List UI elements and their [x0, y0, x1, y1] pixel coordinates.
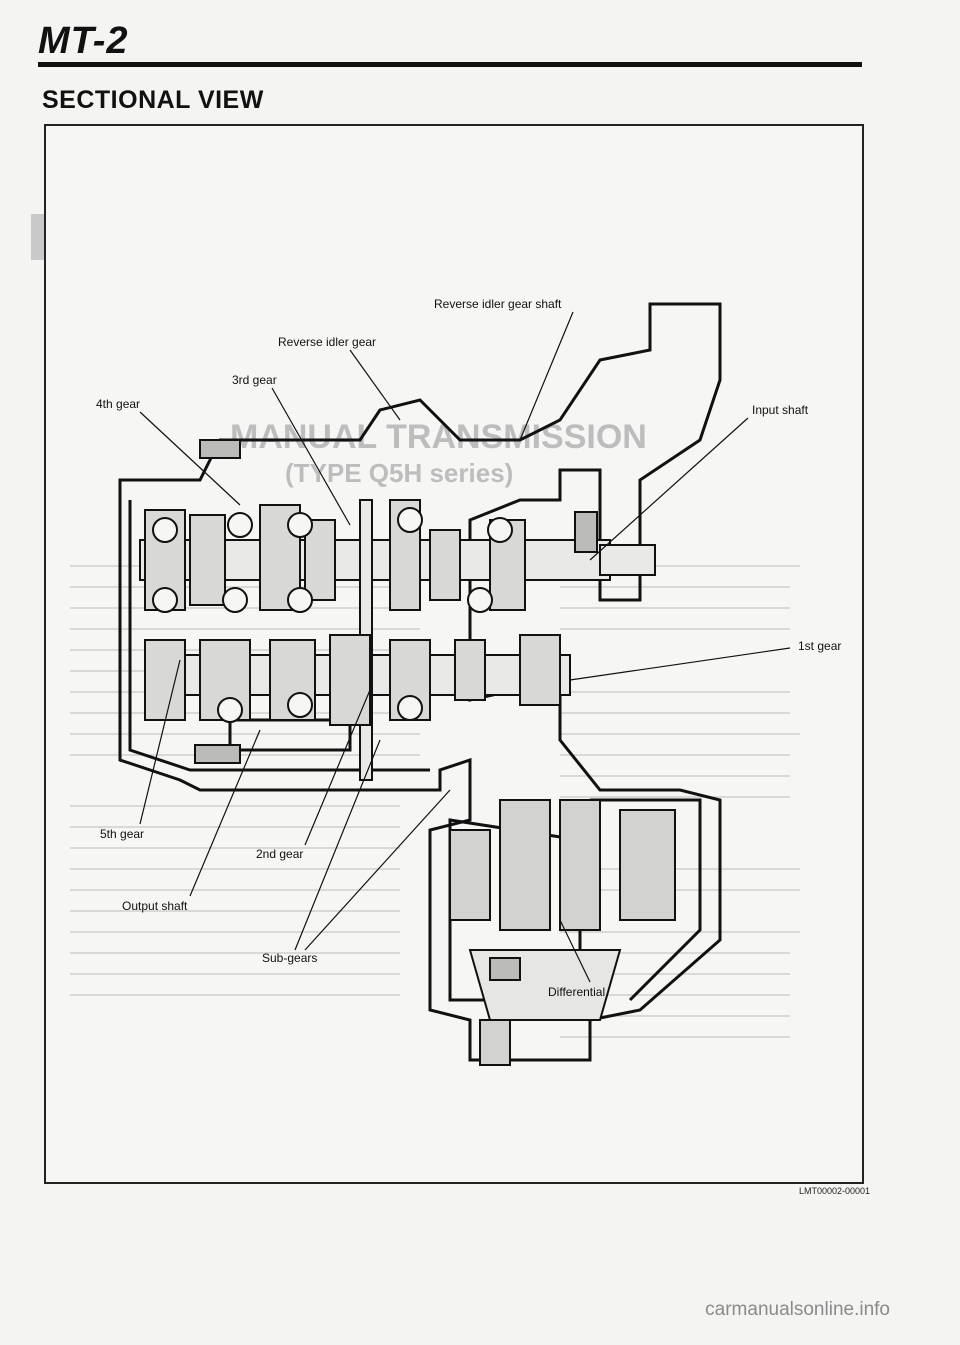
bolts	[194, 439, 598, 981]
label-5th-gear: 5th gear	[100, 827, 144, 841]
label-4th-gear: 4th gear	[96, 397, 140, 411]
label-reverse-idler-gear-shaft: Reverse idler gear shaft	[434, 297, 562, 311]
label-input-shaft: Input shaft	[752, 403, 809, 417]
label-reverse-idler-gear: Reverse idler gear	[278, 335, 376, 349]
label-2nd-gear: 2nd gear	[256, 847, 303, 861]
header-rule	[38, 62, 862, 67]
label-1st-gear: 1st gear	[798, 639, 841, 653]
leader-lines	[139, 311, 791, 983]
label-sub-gears: Sub-gears	[262, 951, 317, 965]
section-title: SECTIONAL VIEW	[42, 86, 264, 114]
figure-code: LMT00002-00001	[798, 1186, 870, 1196]
page-code: MT-2	[38, 20, 129, 62]
label-differential: Differential	[548, 985, 605, 999]
bleed-through-title-2: (TYPE Q5H series)	[285, 458, 513, 488]
watermark: carmanualsonline.info	[705, 1299, 890, 1320]
bearings	[152, 507, 513, 723]
label-output-shaft: Output shaft	[122, 899, 188, 913]
label-3rd-gear: 3rd gear	[232, 373, 277, 387]
